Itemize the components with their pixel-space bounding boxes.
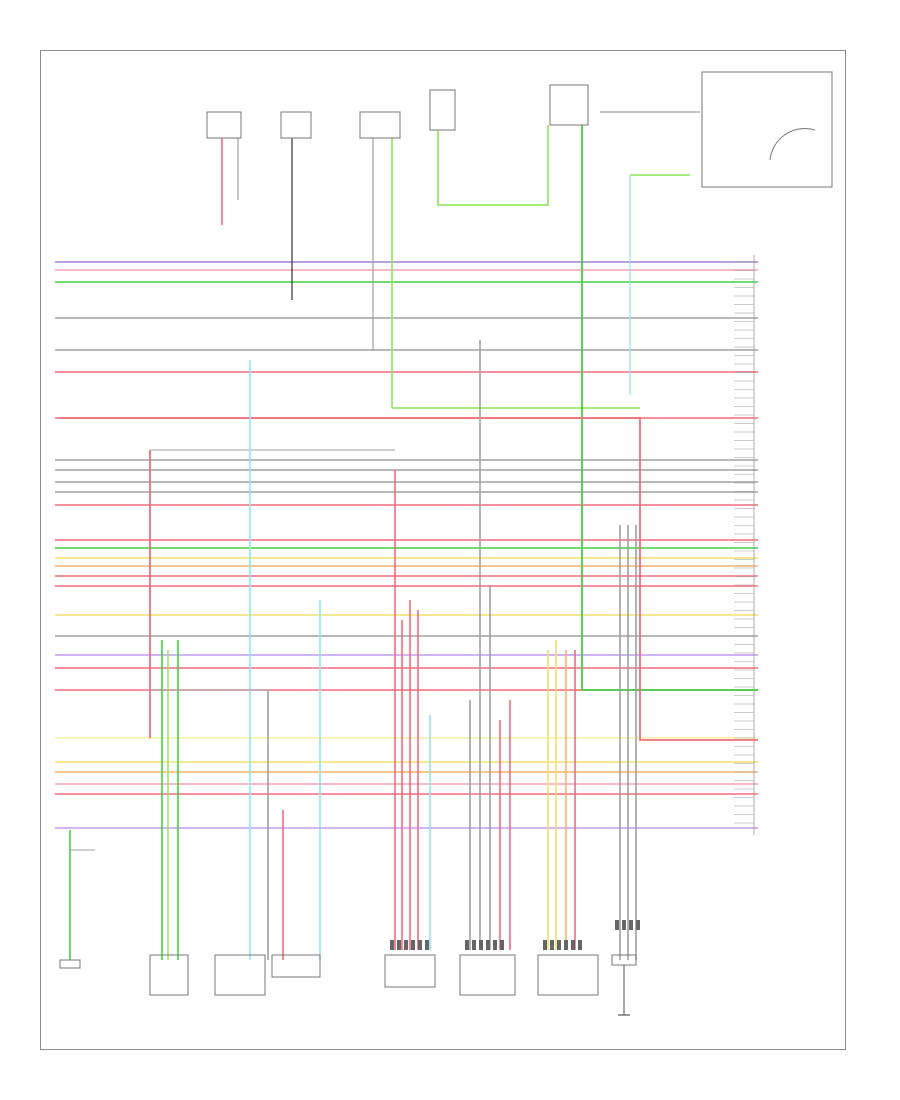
top-sensor-2 <box>280 111 312 139</box>
connector-tooth <box>404 940 408 950</box>
connector-tooth <box>578 940 582 950</box>
connector-tooth <box>557 940 561 950</box>
top-connector-1 <box>429 89 456 131</box>
signal-loop <box>437 125 549 206</box>
connector-tooth <box>543 940 547 950</box>
bottom-sensor-1 <box>149 954 189 996</box>
connector-tooth <box>629 920 633 930</box>
connector-tooth <box>636 920 640 930</box>
connector-tooth <box>550 940 554 950</box>
connector-tooth <box>571 940 575 950</box>
connector-tooth <box>486 940 490 950</box>
connector-tooth <box>500 940 504 950</box>
connector-tooth <box>411 940 415 950</box>
diagram-frame <box>40 50 846 1050</box>
transmission-box <box>701 71 833 188</box>
loop-red <box>60 417 758 741</box>
bottom-injector-1 <box>384 954 436 988</box>
connector-tooth <box>465 940 469 950</box>
connector-tooth <box>418 940 422 950</box>
connector-tooth <box>472 940 476 950</box>
switch-arc <box>769 127 816 161</box>
bottom-injector-2 <box>459 954 516 996</box>
connector-tooth <box>615 920 619 930</box>
top-sensor-1 <box>206 111 242 139</box>
bottom-injector-3 <box>537 954 599 996</box>
wire-layer <box>55 111 758 960</box>
bottom-relay <box>271 954 321 978</box>
bottom-sensor-2 <box>214 954 266 996</box>
connector-tooth <box>479 940 483 950</box>
connector-tooth <box>397 940 401 950</box>
component-layer <box>59 71 833 1016</box>
bottom-splice <box>59 959 81 969</box>
top-switch-1 <box>359 111 401 139</box>
bottom-ground <box>611 954 637 966</box>
connector-tooth <box>493 940 497 950</box>
connector-tooth <box>622 920 626 930</box>
connector-tooth <box>564 940 568 950</box>
connector-tooth <box>425 940 429 950</box>
top-switch-2 <box>549 84 589 126</box>
connector-tooth <box>390 940 394 950</box>
